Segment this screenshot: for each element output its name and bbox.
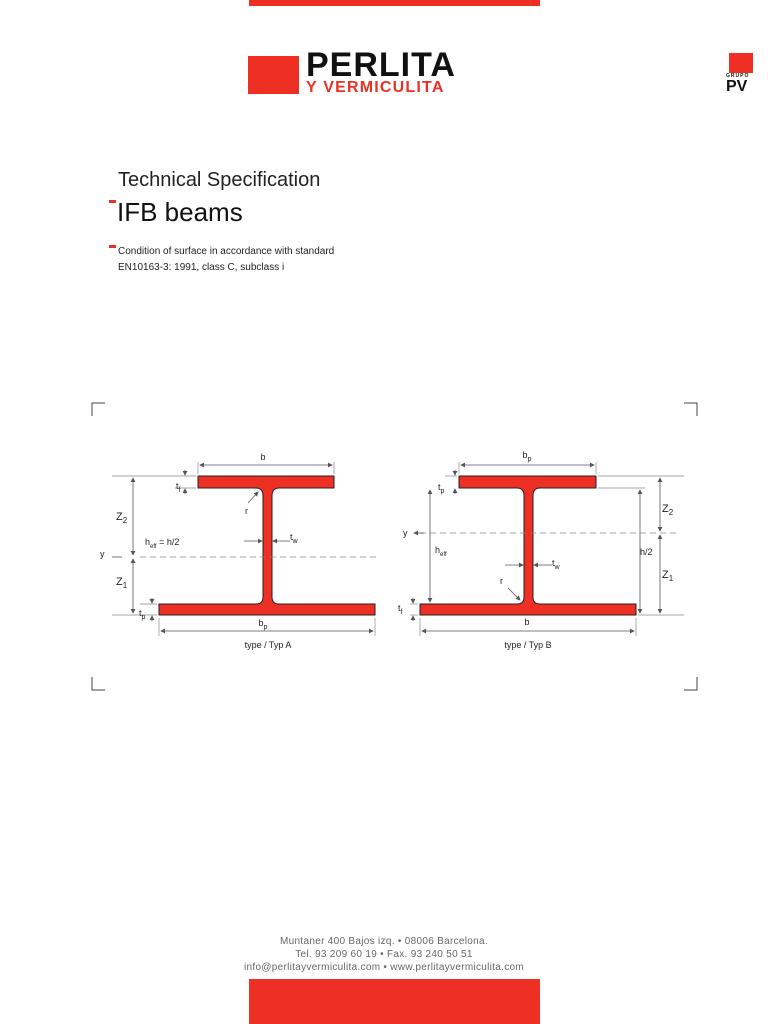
- brand-subname: Y VERMICULITA: [306, 79, 445, 96]
- beam-b-r-label: r: [500, 576, 503, 586]
- beam-diagrams: b tf r Z2 heff = h/2 tw y Z1 tp bp type …: [91, 402, 698, 691]
- group-label: GRUPO: [726, 73, 750, 79]
- crop-marks: [91, 402, 698, 691]
- top-accent-bar: [249, 0, 540, 6]
- condition-line-2: EN10163-3: 1991, class C, subclass i: [118, 262, 285, 273]
- beam-a-caption: type / Typ A: [245, 640, 292, 650]
- logo-square: [248, 56, 299, 94]
- beam-a-b-label: b: [260, 452, 265, 462]
- beam-a-tw-label: tw: [290, 532, 299, 545]
- beam-a-tf-label: tf: [176, 481, 181, 494]
- group-mark: PV: [726, 78, 748, 95]
- beam-b-heff-label: heff: [435, 545, 447, 558]
- footer-address: Muntaner 400 Bajos izq. • 08006 Barcelon…: [280, 936, 488, 947]
- condition-bullet: [109, 245, 116, 248]
- beam-a-z1-label: Z1: [116, 576, 128, 590]
- beam-a-heff-label: heff = h/2: [145, 537, 179, 550]
- beam-type-a: b tf r Z2 heff = h/2 tw y Z1 tp bp type …: [100, 452, 378, 650]
- footer-web: info@perlitayvermiculita.com • www.perli…: [243, 962, 524, 973]
- beam-b-bp-label: bp: [523, 450, 532, 463]
- beam-a-y-label: y: [100, 549, 105, 559]
- brand-name: PERLITA: [306, 46, 456, 84]
- doc-subtitle: Technical Specification: [118, 169, 321, 191]
- doc-title: IFB beams: [117, 197, 243, 227]
- beam-b-b-label: b: [524, 617, 529, 627]
- beam-b-h2-label: h/2: [640, 547, 653, 557]
- beam-b-y-label: y: [403, 528, 408, 538]
- title-bullet: [109, 200, 116, 203]
- beam-b-tf-label: tf: [398, 603, 403, 616]
- beam-b-tp-label: tp: [438, 482, 445, 495]
- beam-b-tw-label: tw: [552, 558, 561, 571]
- beam-a-tp-label: tp: [139, 608, 146, 621]
- beam-a-z2-label: Z2: [116, 511, 128, 525]
- footer-phone: Tel. 93 209 60 19 • Fax. 93 240 50 51: [295, 949, 473, 960]
- beam-a-shape: [158, 475, 376, 616]
- beam-a-bp-label: bp: [259, 618, 268, 631]
- beam-b-z2-label: Z2: [662, 503, 674, 517]
- beam-type-b: bp tp y heff tw r tf b Z2 h/2 Z1 type / …: [398, 450, 684, 650]
- beam-b-shape: [419, 475, 637, 616]
- beam-a-r-label: r: [245, 506, 248, 516]
- bottom-accent-bar: [249, 979, 540, 1024]
- group-logo-square: [729, 53, 753, 73]
- beam-b-z1-label: Z1: [662, 569, 674, 583]
- beam-b-caption: type / Typ B: [504, 640, 551, 650]
- condition-line-1: Condition of surface in accordance with …: [118, 246, 335, 257]
